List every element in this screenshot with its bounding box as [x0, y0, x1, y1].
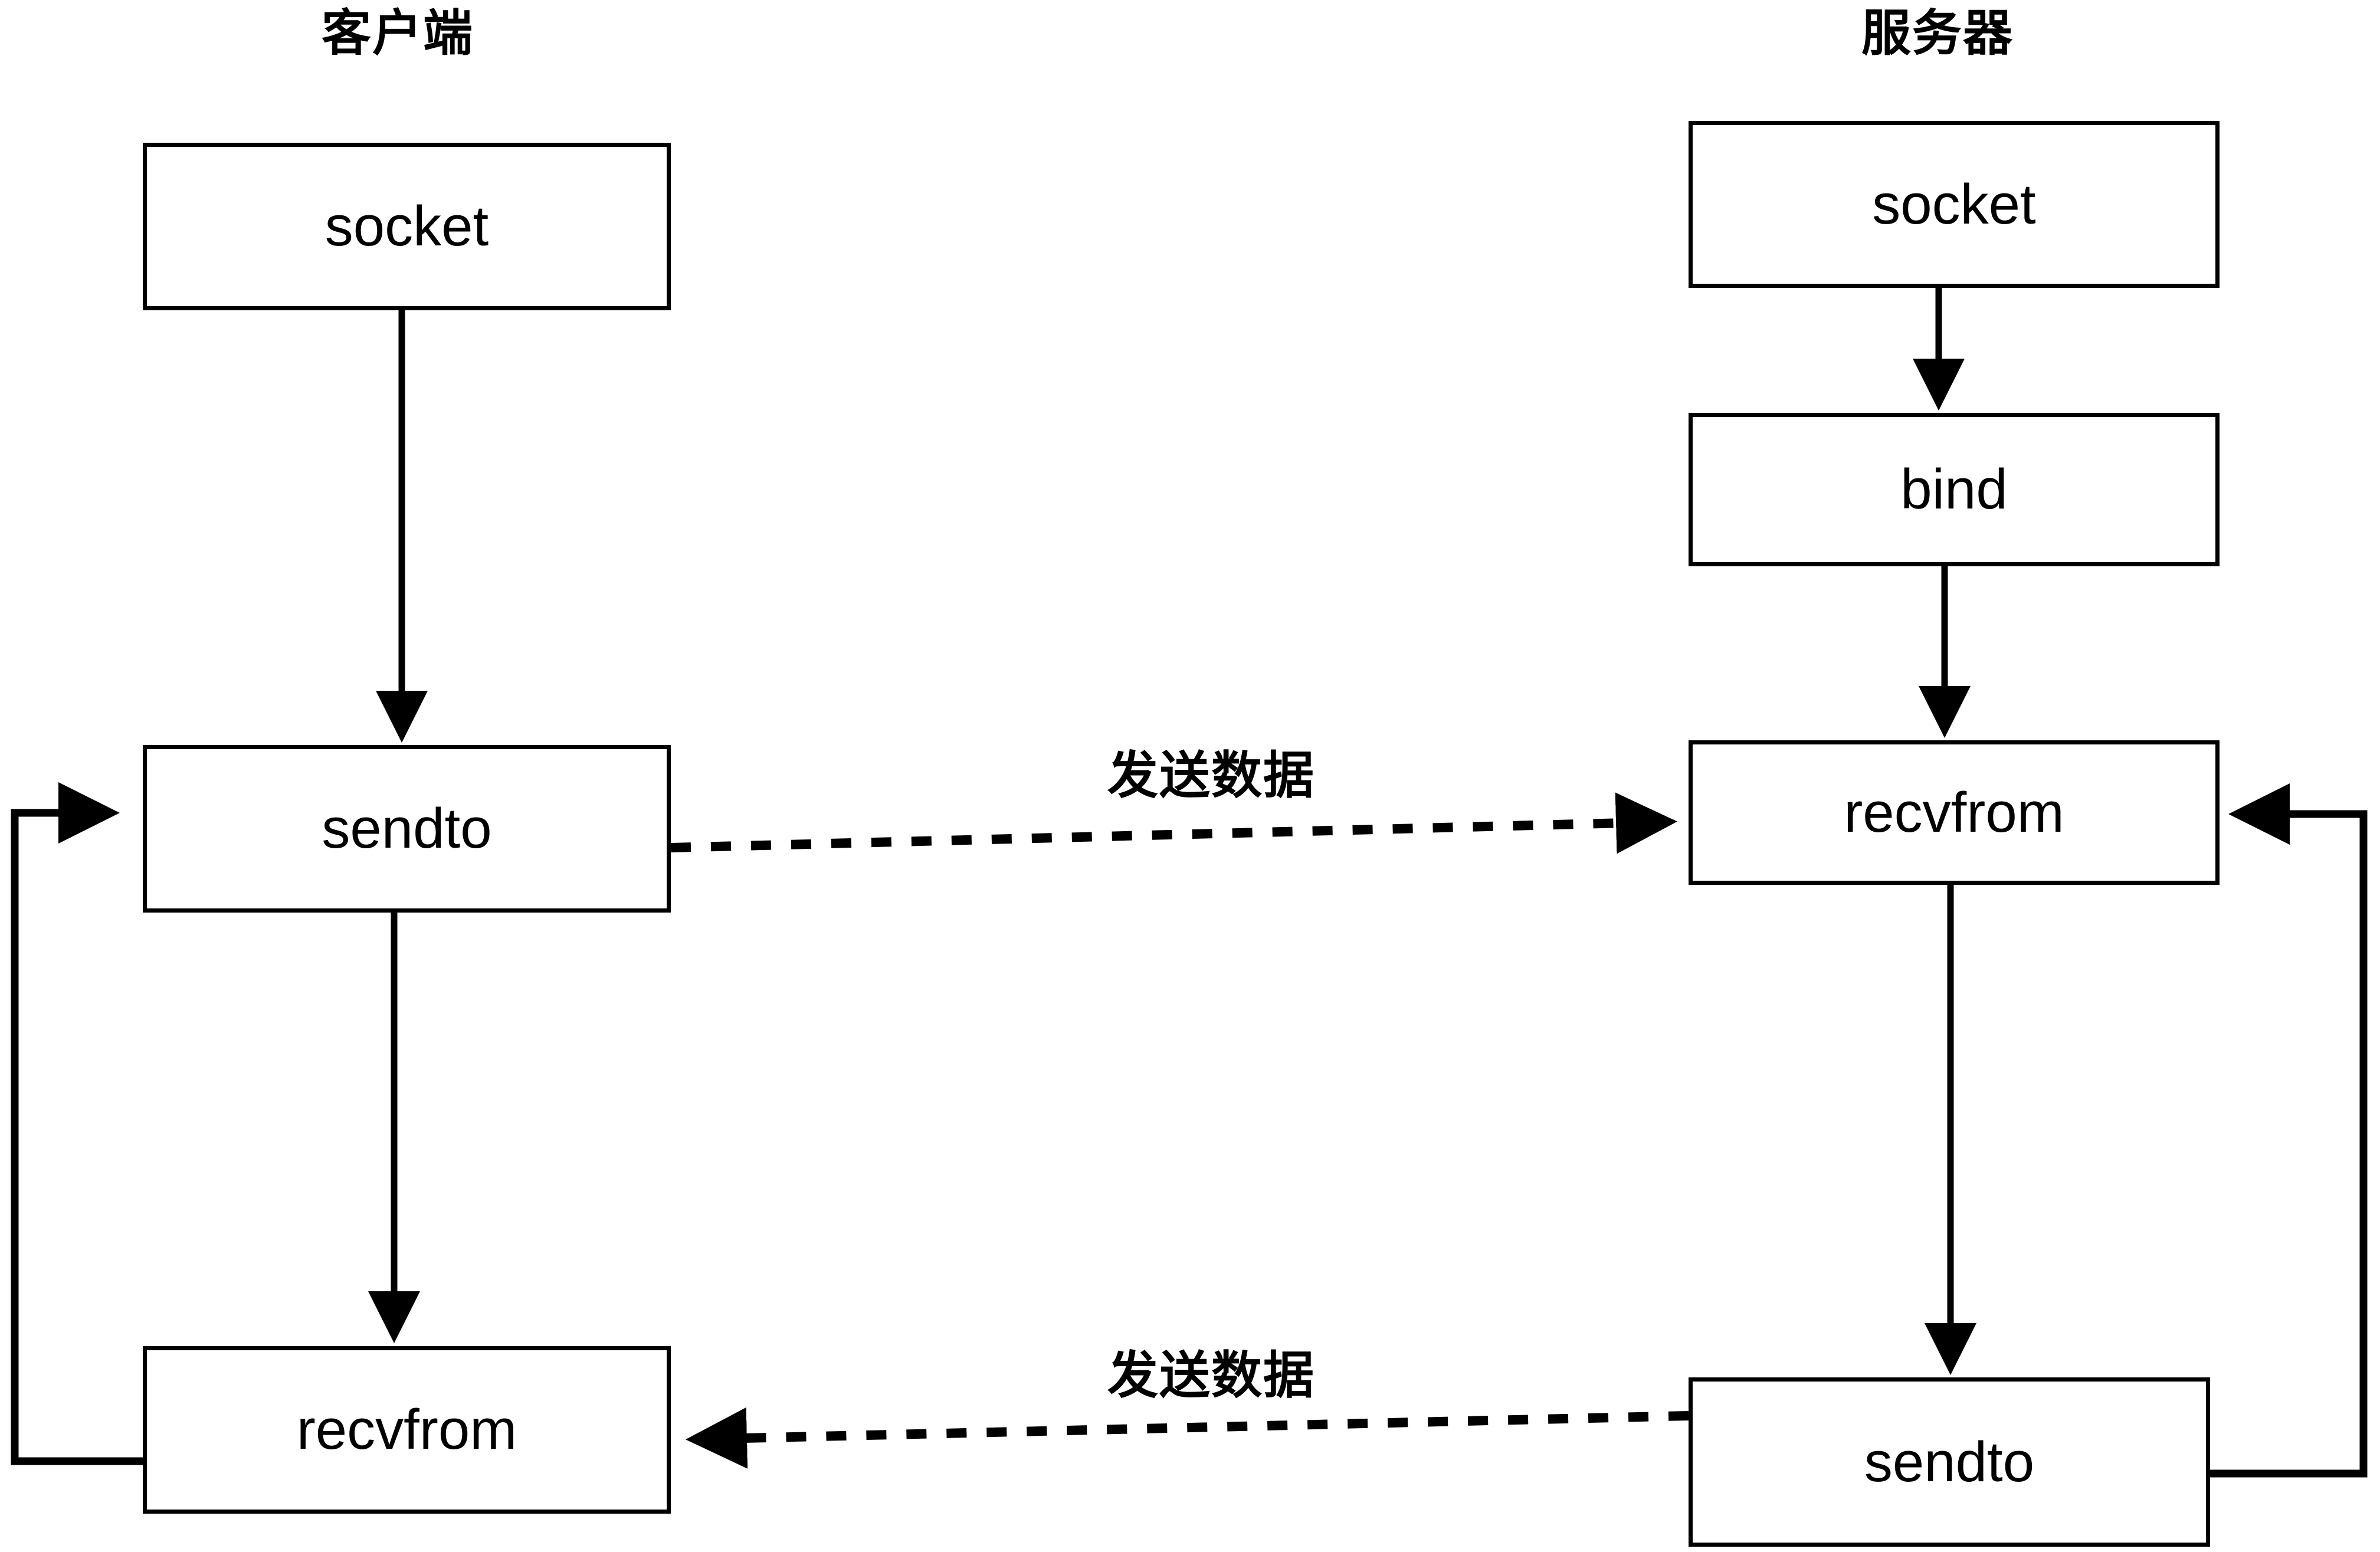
edge-label-send-data-bottom: 发送数据 — [1107, 1347, 1315, 1404]
node-label: sendto — [1864, 1430, 2035, 1494]
edge-client-loop — [11, 782, 143, 1465]
node-label: recvfrom — [1844, 780, 2064, 844]
node-server-sendto[interactable]: sendto — [1689, 1377, 2210, 1547]
node-label: bind — [1900, 458, 2008, 521]
node-label: recvfrom — [296, 1398, 517, 1461]
node-label: socket — [324, 195, 489, 258]
node-server-recvfrom[interactable]: recvfrom — [1689, 740, 2220, 885]
column-title-client: 客户端 — [322, 5, 474, 61]
edge-send-data-top — [670, 792, 1677, 854]
node-client-recvfrom[interactable]: recvfrom — [143, 1346, 671, 1514]
node-label: sendto — [322, 797, 492, 860]
node-server-bind[interactable]: bind — [1689, 413, 2220, 566]
column-title-server: 服务器 — [1861, 5, 2014, 61]
node-client-sendto[interactable]: sendto — [143, 745, 671, 913]
edge-label-send-data-top: 发送数据 — [1107, 747, 1315, 804]
node-server-socket[interactable]: socket — [1689, 121, 2220, 288]
edge-send-data-bottom — [686, 1407, 1689, 1469]
edge-server-loop — [2210, 783, 2368, 1478]
node-label: socket — [1872, 172, 2036, 236]
node-client-socket[interactable]: socket — [143, 143, 671, 310]
